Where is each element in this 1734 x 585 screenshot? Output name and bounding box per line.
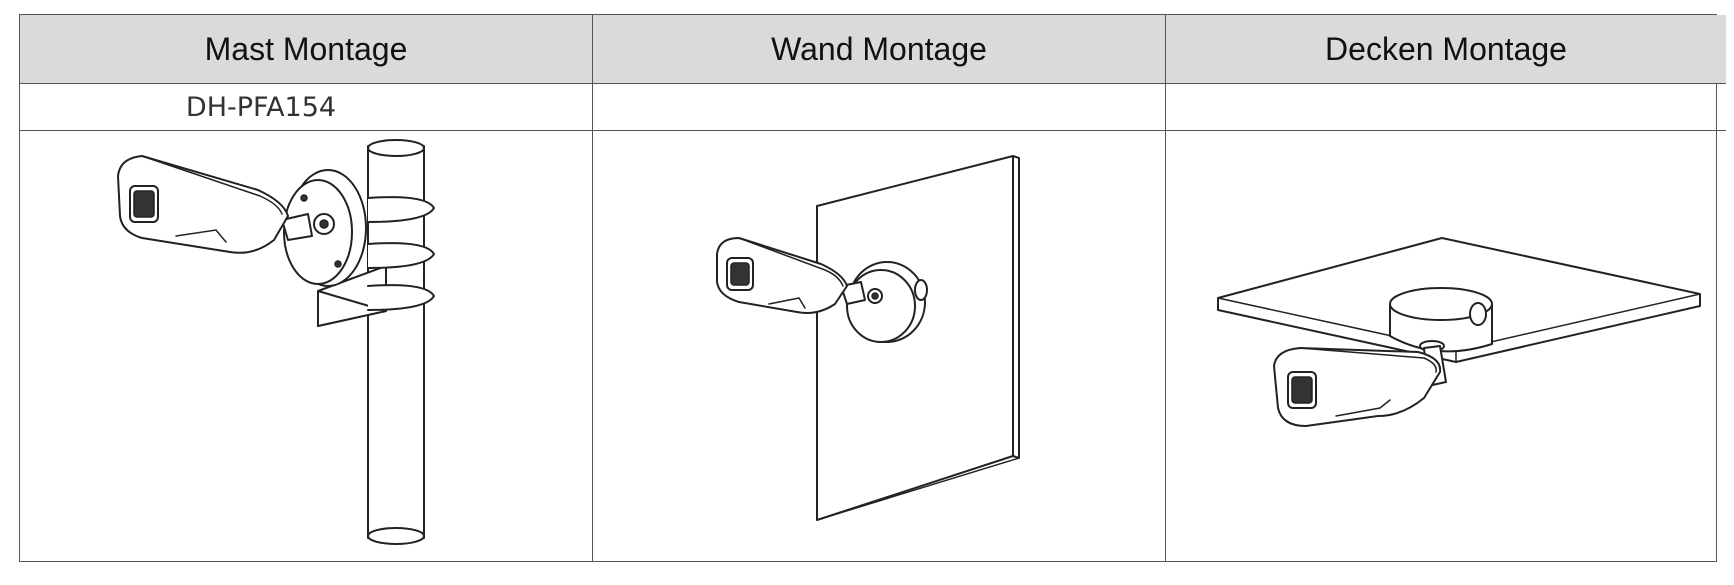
model-ceiling-mount	[1166, 84, 1726, 131]
pole-straps	[367, 196, 435, 311]
wall-panel	[816, 155, 1020, 521]
wall-mount-camera-illustration	[716, 155, 1020, 521]
model-pole-mount: DH-PFA154	[20, 84, 593, 131]
mounting-table: Mast Montage Wand Montage Decken Montage…	[19, 14, 1726, 562]
bullet-camera	[716, 237, 848, 314]
junction-box	[846, 261, 928, 343]
junction-box	[283, 169, 367, 287]
pole-mount-camera-illustration	[117, 139, 435, 545]
bullet-camera	[117, 155, 289, 254]
camera-arm	[281, 213, 313, 241]
header-pole-mount: Mast Montage	[20, 15, 593, 84]
illustration-ceiling-mount	[1166, 131, 1726, 561]
ceiling-mount-camera-illustration	[1217, 237, 1701, 427]
junction-box	[1389, 287, 1493, 353]
illustration-pole-mount	[20, 131, 593, 561]
header-wall-mount: Wand Montage	[593, 15, 1166, 84]
model-wall-mount	[593, 84, 1166, 131]
illustration-wall-mount	[593, 131, 1166, 561]
bullet-camera	[1273, 347, 1442, 427]
header-ceiling-mount: Decken Montage	[1166, 15, 1726, 84]
